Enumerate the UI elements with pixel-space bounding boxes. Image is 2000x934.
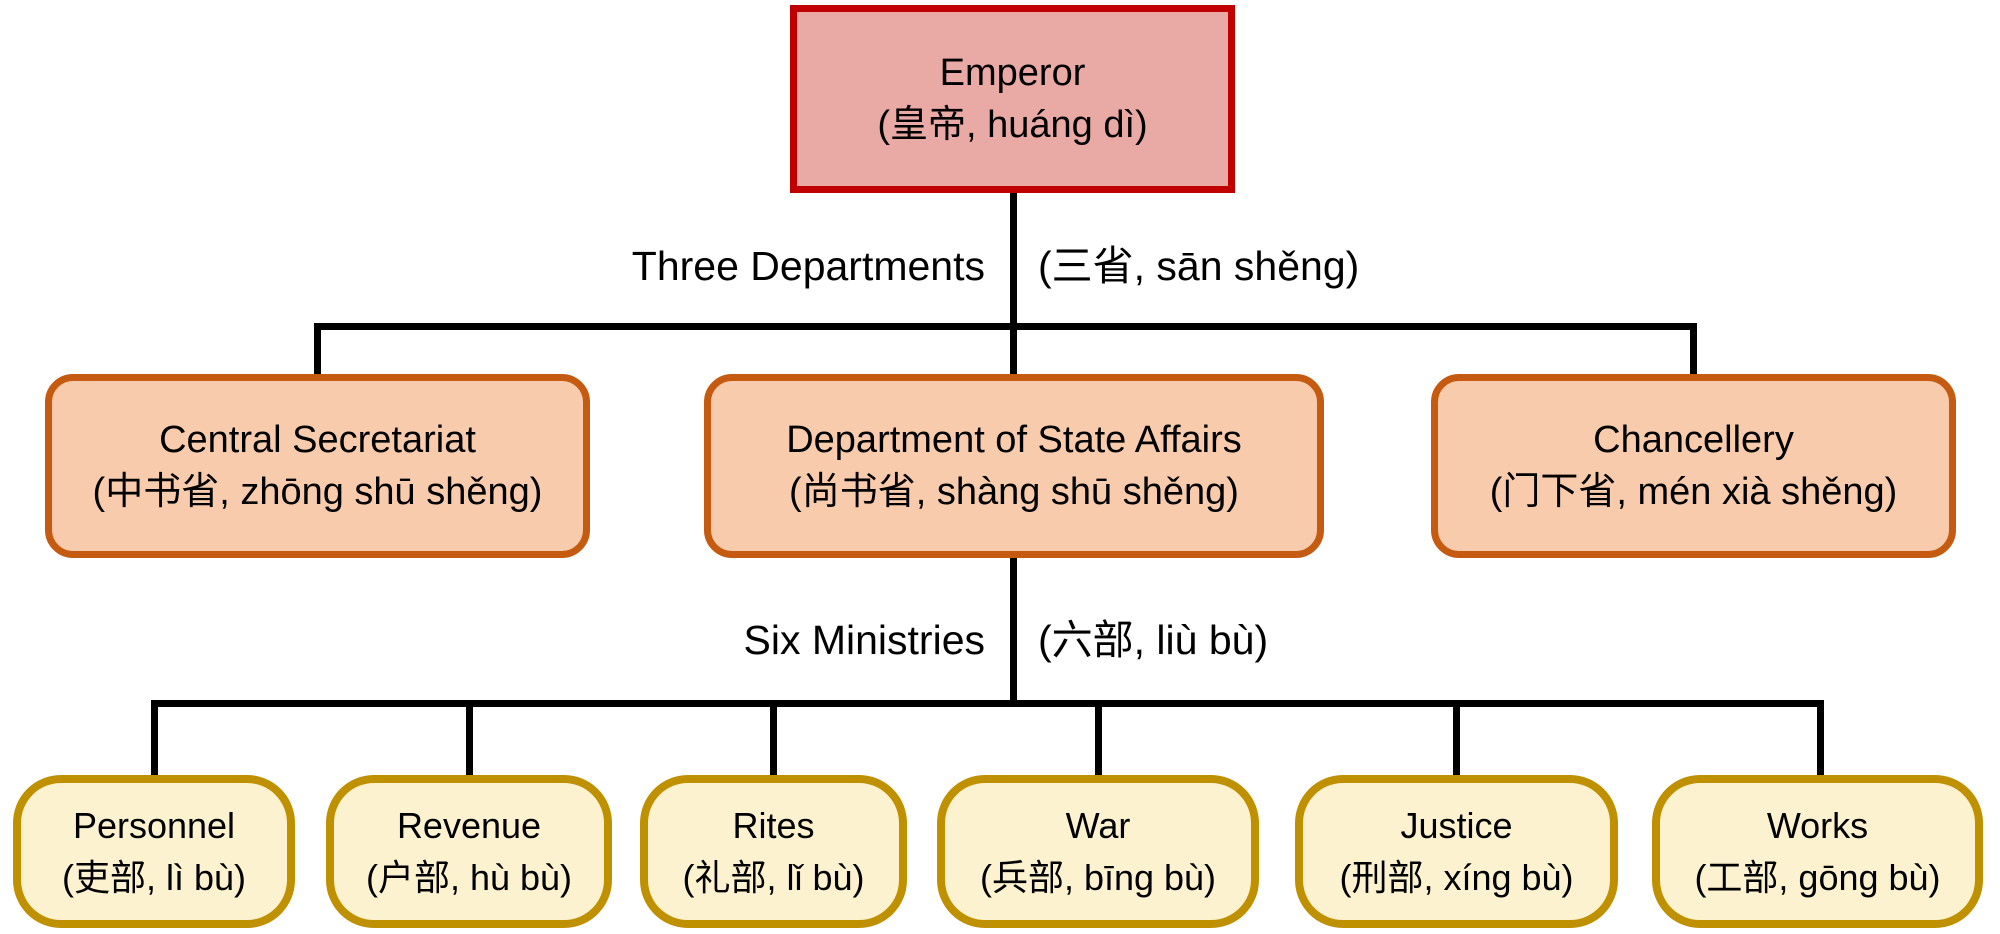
ministry-node-justice: Justice (刑部, xíng bù) [1295, 775, 1618, 928]
node-title: War [1065, 804, 1131, 846]
department-node-state-affairs: Department of State Affairs (尚书省, shàng … [704, 374, 1324, 558]
node-subtitle: (尚书省, shàng shū shěng) [789, 471, 1239, 513]
ministry-node-war: War (兵部, bīng bù) [937, 775, 1259, 928]
connector-drop-rites [770, 700, 777, 777]
node-subtitle: (工部, gōng bù) [1694, 856, 1941, 898]
node-subtitle: (礼部, lǐ bù) [682, 856, 865, 898]
six-ministries-label: Six Ministries [743, 617, 985, 663]
connector-ministries-horizontal [151, 700, 1824, 707]
node-title: Works [1766, 804, 1869, 846]
connector-drop-chancellery [1690, 323, 1697, 378]
node-title: Central Secretariat [159, 419, 476, 461]
three-departments-label: Three Departments [631, 243, 985, 289]
ministry-node-works: Works (工部, gōng bù) [1652, 775, 1983, 928]
emperor-subtitle: (皇帝, huáng dì) [877, 104, 1148, 146]
node-subtitle: (吏部, lì bù) [61, 856, 247, 898]
connector-drop-works [1817, 700, 1824, 777]
ministry-node-rites: Rites (礼部, lǐ bù) [640, 775, 907, 928]
node-title: Department of State Affairs [786, 419, 1242, 461]
node-title: Revenue [396, 804, 542, 846]
connector-drop-justice [1453, 700, 1460, 777]
three-departments-chinese-label: (三省, sān shěng) [1038, 243, 1360, 289]
connector-drop-central-secretariat [314, 323, 321, 378]
emperor-node: Emperor (皇帝, huáng dì) [790, 5, 1235, 193]
connector-drop-revenue [466, 700, 473, 777]
department-node-central-secretariat: Central Secretariat (中书省, zhōng shū shěn… [45, 374, 590, 558]
emperor-title: Emperor [939, 52, 1086, 94]
node-subtitle: (中书省, zhōng shū shěng) [92, 471, 543, 513]
node-subtitle: (刑部, xíng bù) [1339, 856, 1574, 898]
connector-drop-personnel [151, 700, 158, 777]
node-title: Rites [732, 804, 815, 846]
node-subtitle: (户部, hù bù) [365, 856, 573, 898]
ministry-node-personnel: Personnel (吏部, lì bù) [13, 775, 295, 928]
connector-emperor-to-departments [1010, 190, 1017, 378]
ministry-node-revenue: Revenue (户部, hù bù) [326, 775, 612, 928]
node-title: Justice [1400, 804, 1513, 846]
six-ministries-chinese-label: (六部, liù bù) [1038, 617, 1269, 663]
connector-departments-horizontal [314, 323, 1697, 330]
connector-drop-war [1095, 700, 1102, 777]
node-title: Chancellery [1593, 419, 1794, 461]
node-subtitle: (兵部, bīng bù) [979, 856, 1217, 898]
department-node-chancellery: Chancellery (门下省, mén xià shěng) [1431, 374, 1956, 558]
node-title: Personnel [72, 804, 236, 846]
connector-state-affairs-to-ministries [1010, 555, 1017, 707]
node-subtitle: (门下省, mén xià shěng) [1489, 471, 1898, 513]
